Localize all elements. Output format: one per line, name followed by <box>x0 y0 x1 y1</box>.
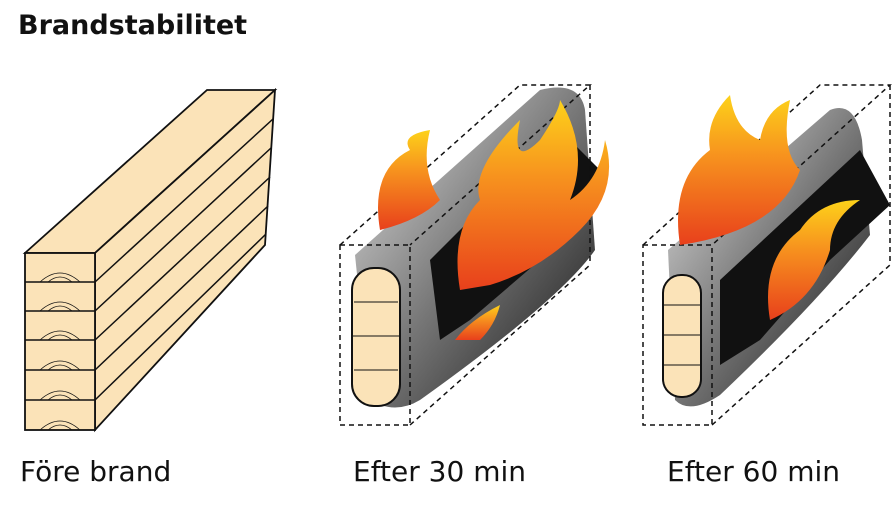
stage-label-30-min: Efter 30 min <box>353 455 527 488</box>
stage-label-60-min: Efter 60 min <box>667 455 841 488</box>
diagram-title: Brandstabilitet <box>18 10 248 41</box>
stage-label-before-fire: Före brand <box>20 455 172 488</box>
beam-before-fire <box>22 87 278 433</box>
beam-after-30-min <box>339 84 610 426</box>
beam-after-60-min <box>642 84 892 426</box>
